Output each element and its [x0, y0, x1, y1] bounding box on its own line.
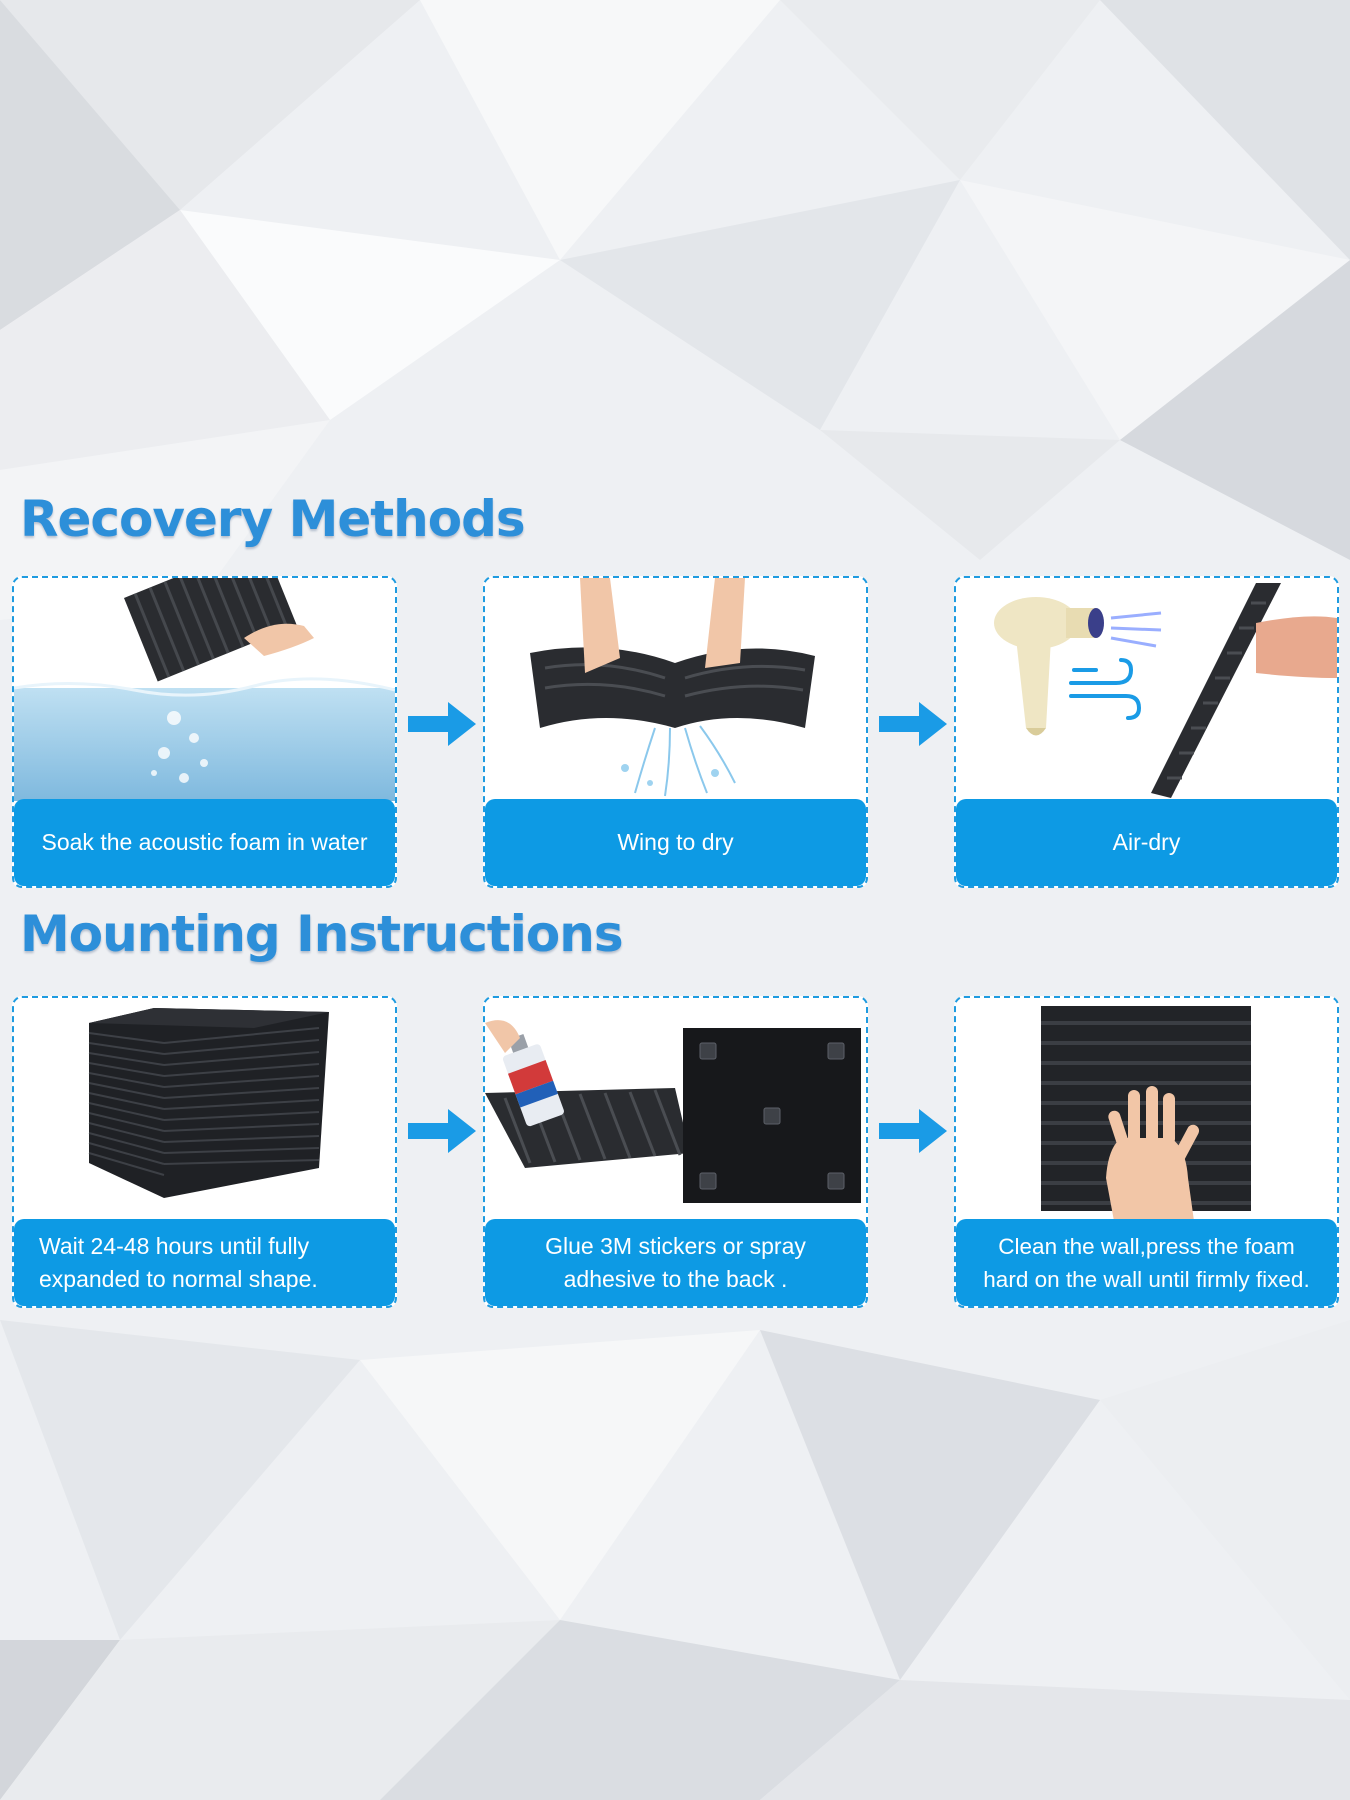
right-arrow-icon: [879, 1109, 947, 1153]
spray-and-stickers-image: [485, 998, 866, 1221]
section-title-recovery: Recovery Methods: [20, 490, 526, 548]
foam-in-water-image: [14, 578, 395, 801]
hand-icon: [1106, 1086, 1200, 1221]
step-caption: Soak the acoustic foam in water: [14, 799, 395, 886]
hair-dryer-foam-image: [956, 578, 1337, 801]
hand-press-foam-image: [956, 998, 1337, 1221]
section-title-mounting: Mounting Instructions: [20, 905, 624, 963]
step-card-wait: Wait 24-48 hours until fully expanded to…: [12, 996, 397, 1308]
wind-icon: [1069, 658, 1142, 720]
step-caption: Clean the wall,press the foam hard on th…: [956, 1219, 1337, 1306]
hands-wringing-foam-image: [485, 578, 866, 801]
step-caption: Glue 3M stickers or spray adhesive to th…: [485, 1219, 866, 1306]
step-card-soak: Soak the acoustic foam in water: [12, 576, 397, 888]
step-caption: Air-dry: [956, 799, 1337, 886]
step-caption: Wing to dry: [485, 799, 866, 886]
step-card-air-dry: Air-dry: [954, 576, 1339, 888]
hair-dryer-icon: [994, 597, 1104, 736]
right-arrow-icon: [408, 702, 476, 746]
step-card-press: Clean the wall,press the foam hard on th…: [954, 996, 1339, 1308]
step-card-glue: Glue 3M stickers or spray adhesive to th…: [483, 996, 868, 1308]
step-caption: Wait 24-48 hours until fully expanded to…: [14, 1219, 395, 1306]
right-arrow-icon: [408, 1109, 476, 1153]
step-card-wring: Wing to dry: [483, 576, 868, 888]
right-arrow-icon: [879, 702, 947, 746]
foam-stack-image: [14, 998, 395, 1221]
